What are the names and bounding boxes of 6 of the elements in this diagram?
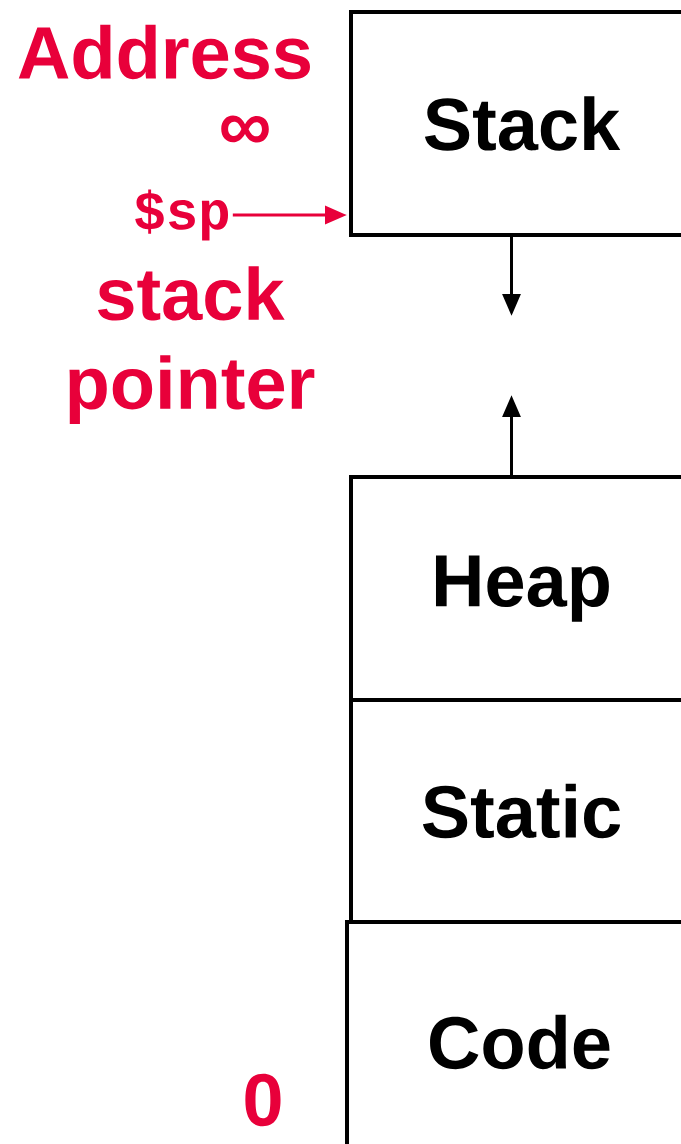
axis-label: ∞ bbox=[221, 115, 269, 143]
memory-segment-box: Heap bbox=[349, 475, 681, 702]
axis-label: 0 bbox=[245, 1073, 281, 1127]
memory-segment-box: Stack bbox=[349, 10, 681, 237]
register-label: $sp bbox=[135, 189, 229, 241]
register-caption: stack pointer bbox=[69, 266, 315, 425]
